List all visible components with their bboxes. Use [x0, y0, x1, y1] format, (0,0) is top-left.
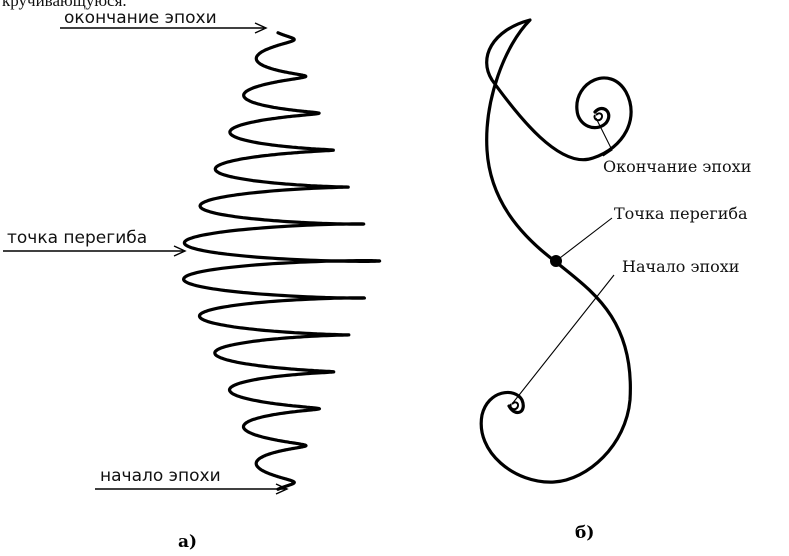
panel-a-letter: а) [178, 532, 197, 552]
spiral-b-start-core [509, 401, 520, 411]
panel-b-letter: б) [575, 523, 594, 543]
top-text-fragment: кручивающуюся. [2, 0, 127, 10]
label-a-inflection: точка перегиба [7, 228, 147, 248]
panel-a: окончание эпохи точка перегиба начало эп… [3, 8, 382, 552]
spiral-a-coil [182, 31, 382, 491]
arrow-a-start-head [275, 483, 289, 495]
s-curve [479, 18, 633, 484]
leader-b-inflection [555, 217, 613, 262]
panel-b: Окончание эпохи Точка перегиба Начало эп… [479, 18, 751, 543]
label-b-end: Окончание эпохи [603, 157, 751, 176]
label-a-start: начало эпохи [100, 466, 221, 486]
spiral-b-end-core [593, 112, 604, 122]
leader-b-end [595, 117, 613, 157]
arrow-a-inflection-head [173, 245, 187, 257]
label-b-inflection: Точка перегиба [614, 204, 748, 223]
label-a-end: окончание эпохи [64, 8, 217, 28]
arrow-a-end-head [254, 22, 268, 34]
label-b-start: Начало эпохи [622, 257, 739, 276]
leader-b-start [511, 274, 615, 405]
